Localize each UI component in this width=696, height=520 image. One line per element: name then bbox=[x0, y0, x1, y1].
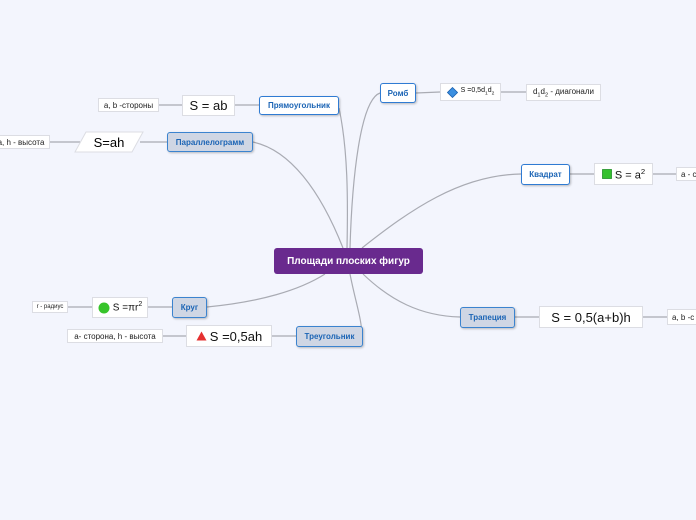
topic-square-label: Квадрат bbox=[529, 170, 562, 179]
topic-triangle[interactable]: Треугольник bbox=[296, 326, 363, 347]
note-triangle[interactable]: a- сторона, h - высота bbox=[67, 329, 163, 343]
central-topic-label: Площади плоских фигур bbox=[287, 255, 410, 267]
topic-trapezoid-label: Трапеция bbox=[468, 313, 507, 322]
topic-rhombus-label: Ромб bbox=[387, 88, 409, 98]
link-rhombus-formula bbox=[415, 91, 441, 94]
formula-parallelogram-text: S=ah bbox=[93, 134, 125, 150]
topic-parallelogram-label: Параллелограмм bbox=[175, 137, 245, 147]
blue-diamond-icon bbox=[446, 86, 458, 98]
note-trapezoid[interactable]: a, b -с bbox=[667, 309, 696, 325]
note-rhombus[interactable]: d1d2 - диагонали bbox=[526, 84, 601, 101]
note-circle[interactable]: r - радиус bbox=[32, 301, 68, 313]
note-triangle-text: a- сторона, h - высота bbox=[74, 331, 156, 341]
formula-trapezoid[interactable]: S = 0,5(a+b)h bbox=[539, 306, 643, 328]
green-circle-icon bbox=[98, 302, 110, 313]
topic-circle-label: Круг bbox=[180, 303, 199, 312]
formula-square-text: S = a2 bbox=[614, 166, 646, 182]
formula-rectangle-text: S = ab bbox=[189, 98, 228, 113]
formula-rhombus-text: S =0,5d1d2 bbox=[460, 87, 495, 97]
note-rectangle[interactable]: a, b -стороны bbox=[98, 98, 159, 112]
note-parallelogram-text: a, h - высота bbox=[0, 137, 45, 147]
formula-trapezoid-text: S = 0,5(a+b)h bbox=[551, 309, 631, 325]
formula-triangle-text: S =0,5ah bbox=[209, 328, 263, 344]
topic-rectangle[interactable]: Прямоугольник bbox=[259, 96, 339, 115]
formula-circle[interactable]: S =πr2 bbox=[92, 297, 148, 318]
note-trapezoid-text: a, b -с bbox=[672, 312, 695, 322]
formula-circle-text: S =πr2 bbox=[112, 301, 143, 314]
topic-rectangle-label: Прямоугольник bbox=[268, 101, 330, 110]
link-square bbox=[361, 173, 522, 249]
formula-rhombus[interactable]: S =0,5d1d2 bbox=[440, 83, 501, 101]
formula-triangle[interactable]: S =0,5ah bbox=[186, 325, 272, 347]
formula-square[interactable]: S = a2 bbox=[594, 163, 653, 185]
note-circle-text: r - радиус bbox=[36, 304, 64, 310]
note-parallelogram[interactable]: a, h - высота bbox=[0, 135, 50, 149]
note-square[interactable]: a - с bbox=[676, 167, 696, 181]
topic-circle[interactable]: Круг bbox=[172, 297, 207, 318]
link-rhombus bbox=[349, 92, 381, 249]
topic-rhombus[interactable]: Ромб bbox=[380, 83, 416, 103]
formula-rectangle[interactable]: S = ab bbox=[182, 95, 235, 116]
note-rhombus-text: d1d2 - диагонали bbox=[532, 86, 595, 99]
green-square-icon bbox=[601, 169, 612, 179]
red-triangle-icon bbox=[196, 331, 207, 341]
central-topic[interactable]: Площади плоских фигур bbox=[274, 248, 423, 274]
link-parallelogram bbox=[252, 141, 344, 249]
topic-parallelogram[interactable]: Параллелограмм bbox=[167, 132, 253, 152]
parallelogram-shape bbox=[74, 131, 144, 153]
formula-parallelogram[interactable]: S=ah bbox=[74, 131, 144, 153]
topic-trapezoid[interactable]: Трапеция bbox=[460, 307, 515, 328]
topic-square[interactable]: Квадрат bbox=[521, 164, 570, 185]
link-rectangle bbox=[338, 107, 349, 249]
link-circle bbox=[206, 273, 326, 308]
link-trapezoid bbox=[362, 273, 461, 318]
note-square-text: a - с bbox=[681, 169, 696, 179]
note-rectangle-text: a, b -стороны bbox=[103, 100, 154, 110]
topic-triangle-label: Треугольник bbox=[304, 332, 355, 341]
